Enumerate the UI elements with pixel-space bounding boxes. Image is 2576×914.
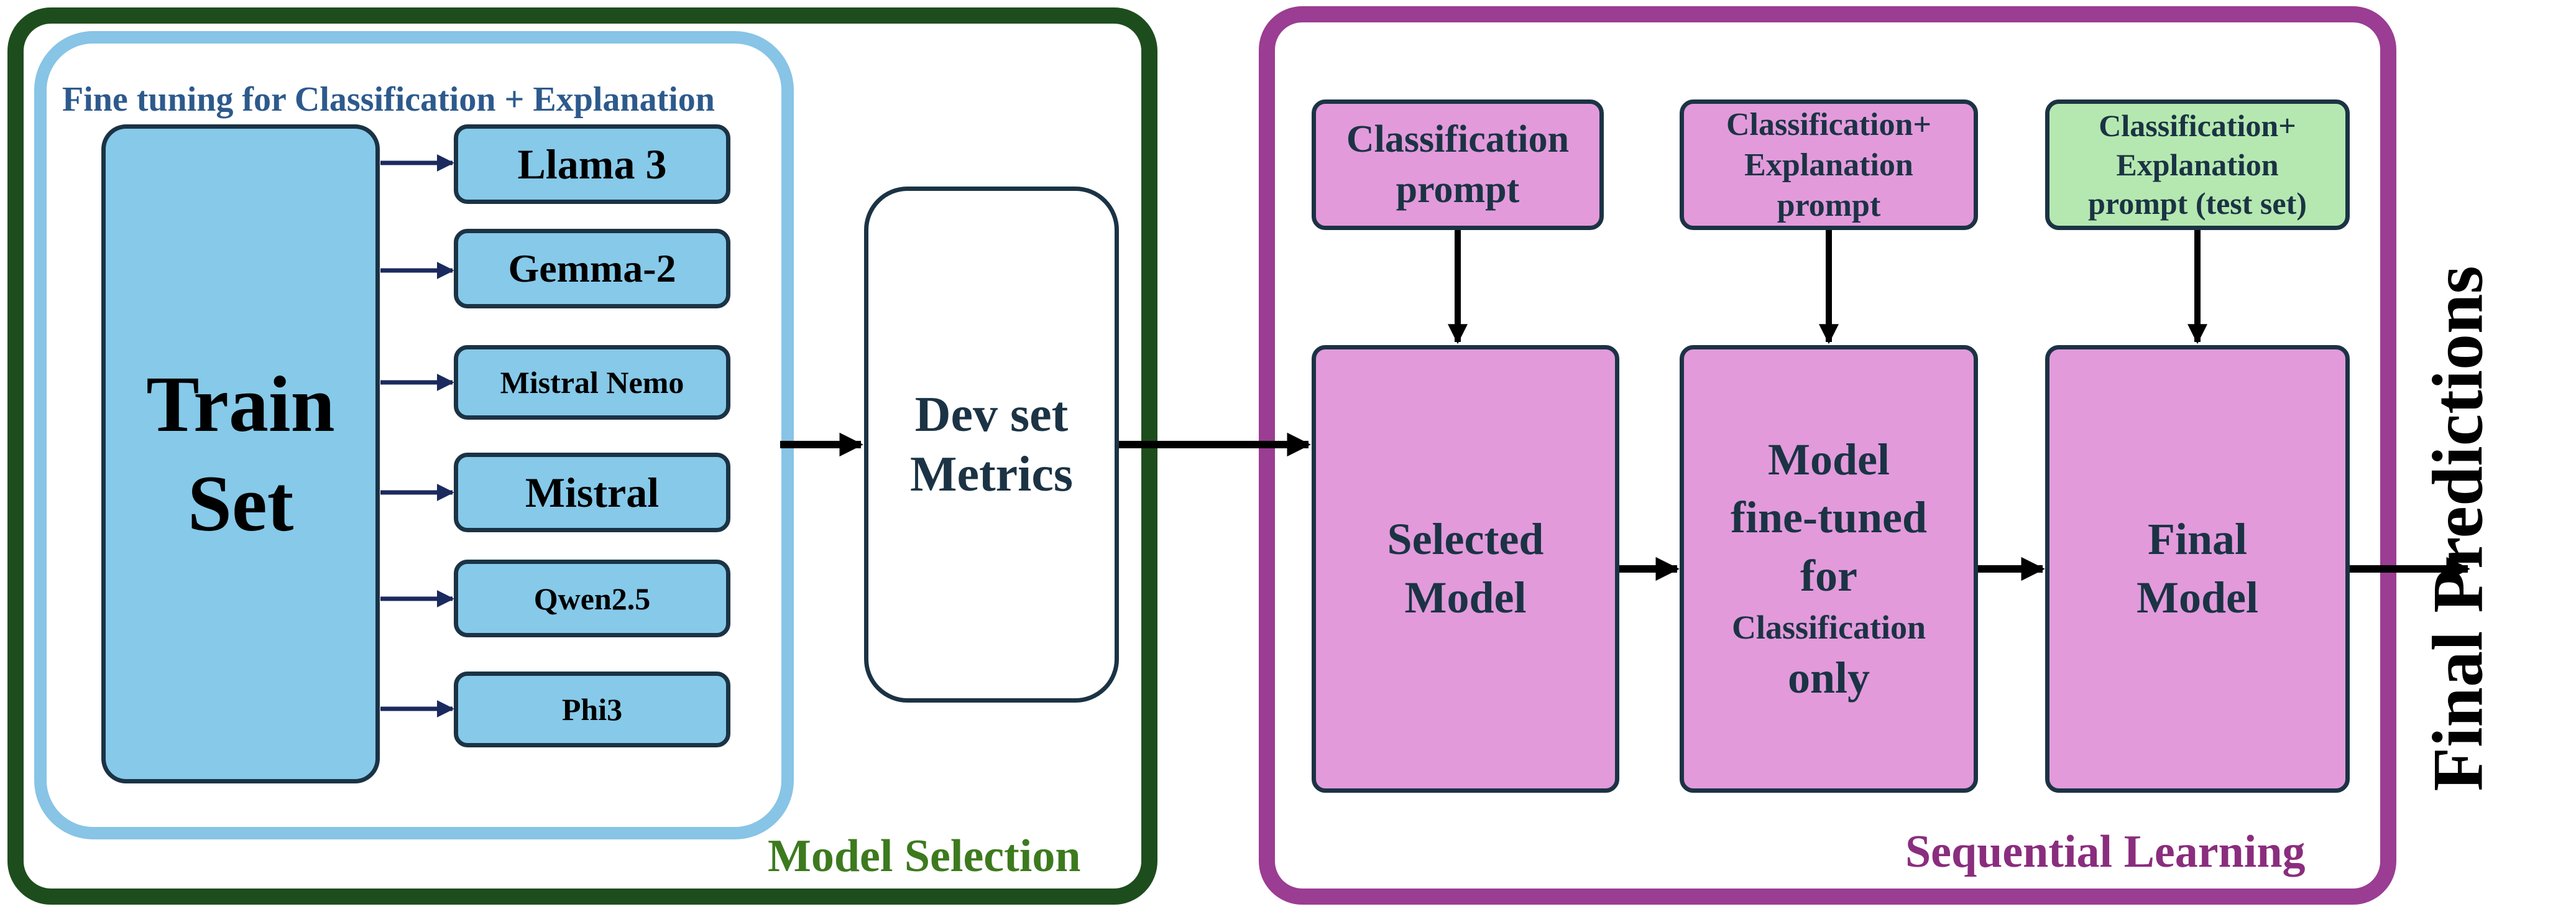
prompt3-line3: prompt (test set) <box>2088 186 2307 221</box>
model-box-qwen2-5: Qwen2.5 <box>454 560 730 637</box>
model-label-qwen2-5: Qwen2.5 <box>533 581 651 616</box>
stage2-line5: only <box>1787 652 1870 703</box>
prompt3-line2: Explanation <box>2116 147 2279 182</box>
stage1-line1: Selected <box>1387 514 1544 565</box>
final-predictions-label: Final Predictions <box>2418 265 2498 792</box>
selected-model-box: Selected Model <box>1312 345 1619 793</box>
fine-tuned-classification-model-box: Model fine-tuned for Classification only <box>1680 345 1978 793</box>
prompt1-line1: Classification <box>1346 118 1570 161</box>
train-set-label-line1: Train <box>146 360 335 448</box>
stage2-line2: fine-tuned <box>1730 492 1928 543</box>
model-label-mistral-nemo: Mistral Nemo <box>500 365 684 400</box>
stage3-line2: Model <box>2137 573 2258 622</box>
model-box-mistral-nemo: Mistral Nemo <box>454 345 730 420</box>
prompt1-line2: prompt <box>1396 168 1520 211</box>
train-set-label-line2: Set <box>187 459 294 548</box>
model-label-llama-3: Llama 3 <box>517 140 667 188</box>
model-label-mistral: Mistral <box>525 468 660 516</box>
stage3-line1: Final <box>2147 514 2248 565</box>
stage2-line3: for <box>1800 550 1857 601</box>
dev-set-metrics-box: Dev set Metrics <box>864 187 1119 703</box>
model-box-mistral: Mistral <box>454 453 730 532</box>
sequential-learning-label: Sequential Learning <box>1905 826 2306 877</box>
model-label-gemma-2: Gemma-2 <box>508 246 676 290</box>
fine-tuning-title: Fine tuning for Classification + Explana… <box>62 80 715 119</box>
model-label-phi3: Phi3 <box>561 692 623 727</box>
stage2-line4: Classification <box>1731 608 1926 646</box>
prompt3-line1: Classification+ <box>2099 108 2296 144</box>
model-box-gemma-2: Gemma-2 <box>454 229 730 308</box>
dev-set-label-line1: Dev set <box>914 387 1069 442</box>
prompt2-line1: Classification+ <box>1726 106 1932 142</box>
dev-set-label-line2: Metrics <box>909 447 1074 502</box>
stage2-line1: Model <box>1768 434 1890 484</box>
classification-explanation-prompt-box: Classification+ Explanation prompt <box>1680 99 1978 230</box>
model-selection-label: Model Selection <box>768 831 1081 882</box>
classification-prompt-box: Classification prompt <box>1312 99 1604 230</box>
prompt2-line3: prompt <box>1777 187 1881 223</box>
classification-explanation-test-prompt-box: Classification+ Explanation prompt (test… <box>2045 99 2350 230</box>
model-box-llama-3: Llama 3 <box>454 124 730 204</box>
train-set-box: Train Set <box>101 124 380 783</box>
model-box-phi3: Phi3 <box>454 672 730 747</box>
prompt2-line2: Explanation <box>1744 147 1913 183</box>
stage1-line2: Model <box>1404 573 1527 622</box>
final-model-box: Final Model <box>2045 345 2350 793</box>
